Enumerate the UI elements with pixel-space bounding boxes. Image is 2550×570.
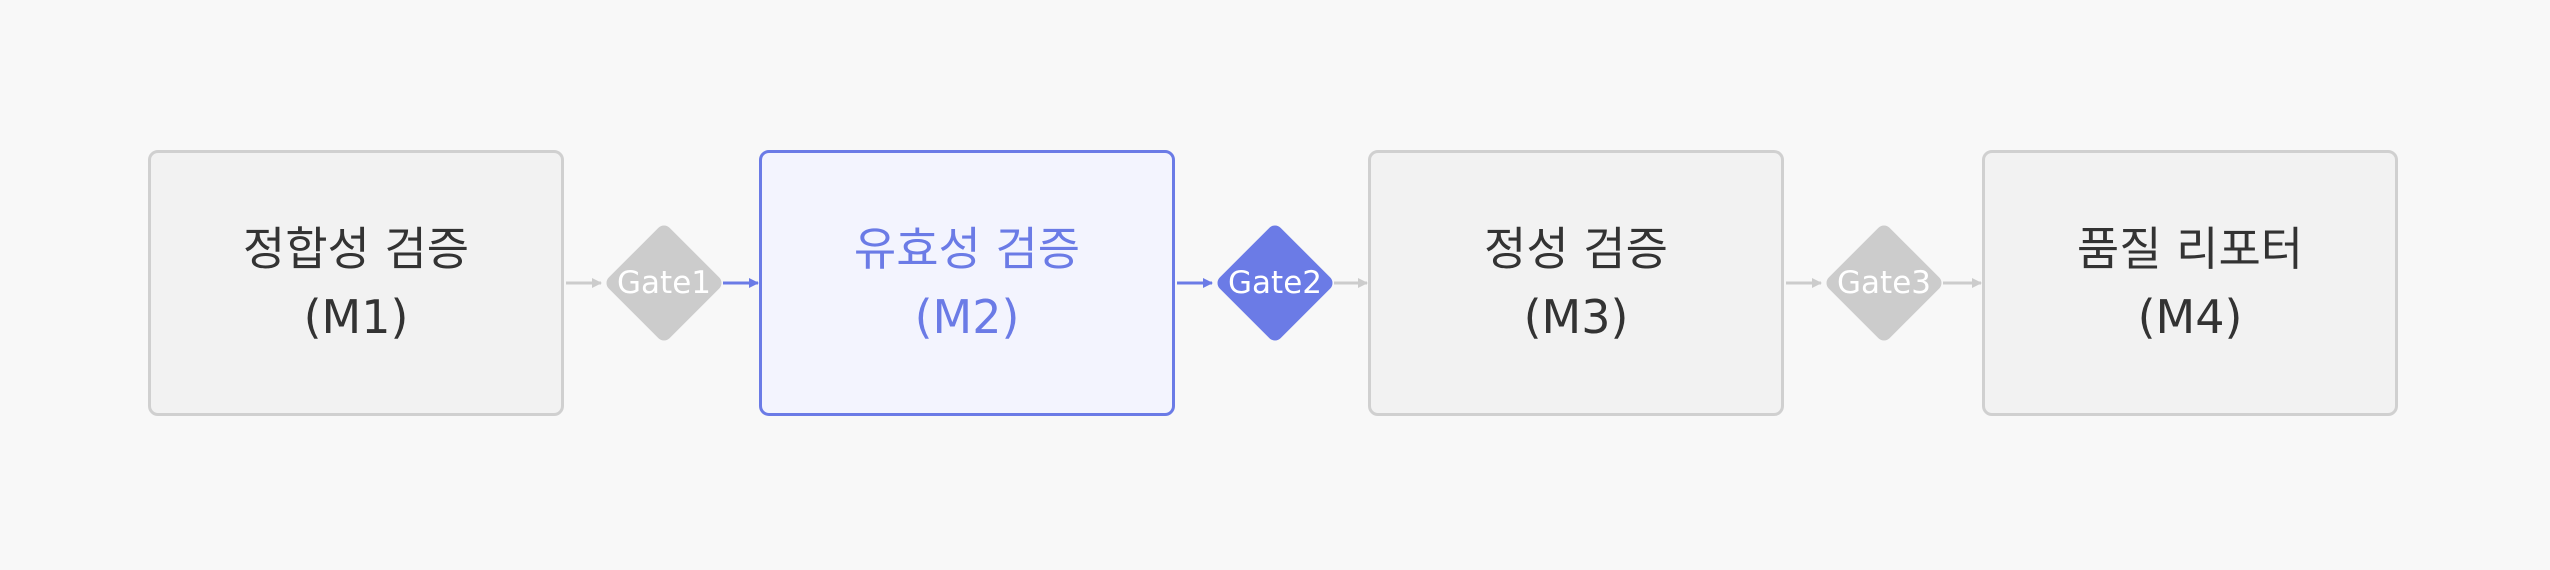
gate-label: Gate1	[617, 265, 711, 301]
step-title: 정합성 검증	[242, 222, 470, 276]
step-code: (M1)	[303, 290, 409, 344]
step-code: (M4)	[2137, 290, 2243, 344]
step-code: (M2)	[914, 290, 1020, 344]
step-title: 품질 리포터	[2076, 222, 2304, 276]
step-box-m1: 정합성 검증 (M1)	[148, 150, 564, 416]
gate-3: Gate3	[1822, 221, 1946, 345]
step-box-m3: 정성 검증 (M3)	[1368, 150, 1784, 416]
step-title: 유효성 검증	[853, 222, 1081, 276]
step-box-m4: 품질 리포터 (M4)	[1982, 150, 2398, 416]
gate-2: Gate2	[1213, 221, 1337, 345]
gate-label: Gate2	[1228, 265, 1322, 301]
step-title: 정성 검증	[1484, 222, 1668, 276]
gate-label: Gate3	[1837, 265, 1931, 301]
step-code: (M3)	[1523, 290, 1629, 344]
gate-1: Gate1	[602, 221, 726, 345]
step-box-m2: 유효성 검증 (M2)	[759, 150, 1175, 416]
